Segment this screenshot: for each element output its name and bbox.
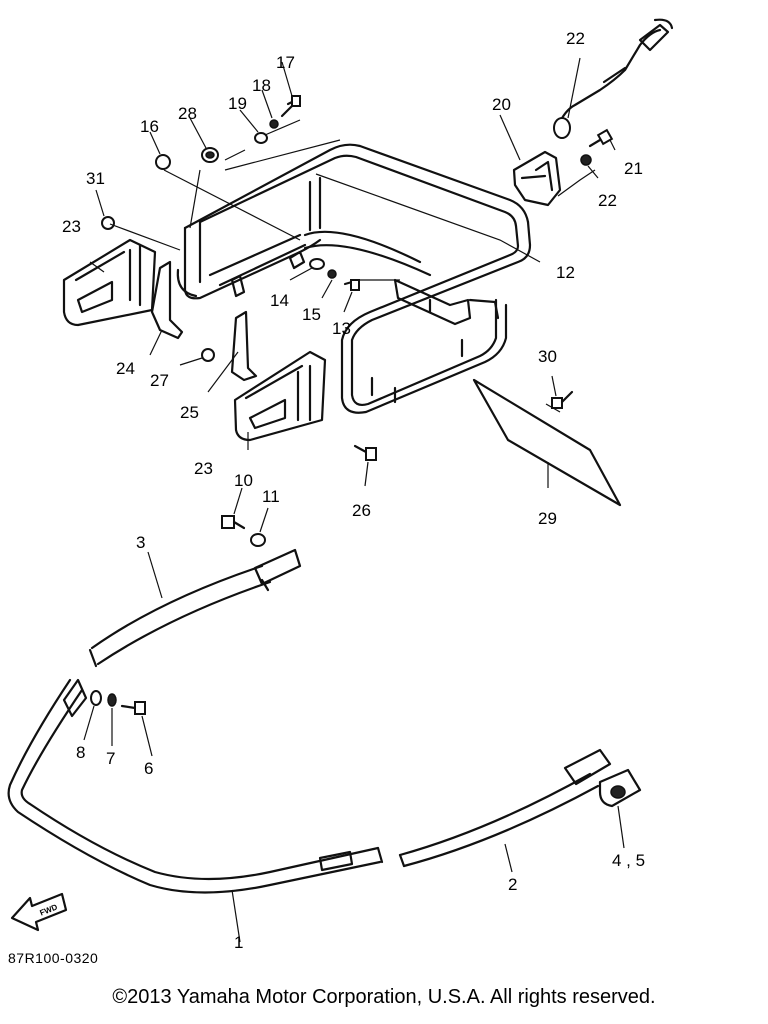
nut-21 <box>580 154 592 166</box>
callout-17: 18 <box>252 76 271 95</box>
mud-flap <box>472 378 622 507</box>
callout-7: 7 <box>106 749 115 768</box>
callout-29: 29 <box>538 509 557 528</box>
bolt-26 <box>353 444 377 461</box>
callout-31: 31 <box>86 169 105 188</box>
bumper-tube-2 <box>398 748 612 868</box>
leader-lines <box>83 57 625 943</box>
diagram-code: 87R100-0320 <box>8 950 99 966</box>
bumper-1 <box>7 678 384 894</box>
side-plate-lower <box>233 350 327 442</box>
callout-27: 27 <box>150 371 169 390</box>
callout-6: 6 <box>144 759 153 778</box>
bolt-16 <box>280 95 302 118</box>
callout-28: 28 <box>178 104 197 123</box>
bracket-25 <box>230 310 258 382</box>
callout-15: 16 <box>140 117 159 136</box>
callout-22: 22 <box>566 29 585 48</box>
latch-bracket <box>512 150 562 207</box>
callout-23-lower: 23 <box>194 459 213 478</box>
callout-20: 21 <box>624 159 643 178</box>
rear-rack-frame <box>176 143 532 414</box>
bumper-tube-3 <box>88 548 302 668</box>
callout-8: 8 <box>76 743 85 762</box>
callout-4-5: 4 , 5 <box>612 851 645 870</box>
callout-26: 26 <box>352 501 371 520</box>
callout-19: 20 <box>492 95 511 114</box>
copyright-notice: ©2013 Yamaha Motor Corporation, U.S.A. A… <box>112 986 656 1008</box>
washer-14 <box>327 269 337 279</box>
callout-21: 22 <box>598 191 617 210</box>
callouts: 17 18 19 28 16 31 23 22 20 21 22 12 14 1… <box>62 29 645 952</box>
bolt-6 <box>120 701 146 715</box>
callout-24: 24 <box>116 359 135 378</box>
cap-15 <box>155 154 171 170</box>
washer-8 <box>90 690 102 706</box>
washer-7 <box>107 693 117 707</box>
callout-10: 11 <box>262 487 280 506</box>
callout-1: 1 <box>234 933 243 952</box>
callout-18: 19 <box>228 94 247 113</box>
end-cap-4-5 <box>598 768 642 808</box>
cap-31 <box>101 216 115 230</box>
callout-14: 15 <box>302 305 321 324</box>
washer-13 <box>309 258 325 270</box>
bolt-20 <box>588 128 614 148</box>
bolt-9 <box>221 515 246 530</box>
side-plate-upper <box>62 238 157 327</box>
screw-30 <box>551 390 574 409</box>
callout-30: 30 <box>538 347 557 366</box>
washer-10 <box>250 533 266 547</box>
grommet-28 <box>201 147 219 163</box>
callout-3: 3 <box>136 533 145 552</box>
latch-cable <box>553 18 674 139</box>
callout-16: 17 <box>276 53 295 72</box>
bracket-24 <box>150 260 184 340</box>
callout-2: 2 <box>508 875 517 894</box>
callout-12: 13 <box>332 319 351 338</box>
fwd-label: FWD <box>39 902 59 917</box>
fwd-arrow-icon: FWD <box>10 892 68 932</box>
callout-23-upper: 23 <box>62 217 81 236</box>
washer-18 <box>254 132 268 144</box>
callout-13: 14 <box>270 291 289 310</box>
callout-25: 25 <box>180 403 199 422</box>
callout-11: 12 <box>556 263 575 282</box>
callout-9: 10 <box>234 471 253 490</box>
nut-27 <box>201 348 215 362</box>
washer-17 <box>269 119 279 129</box>
bolt-12 <box>343 279 360 291</box>
